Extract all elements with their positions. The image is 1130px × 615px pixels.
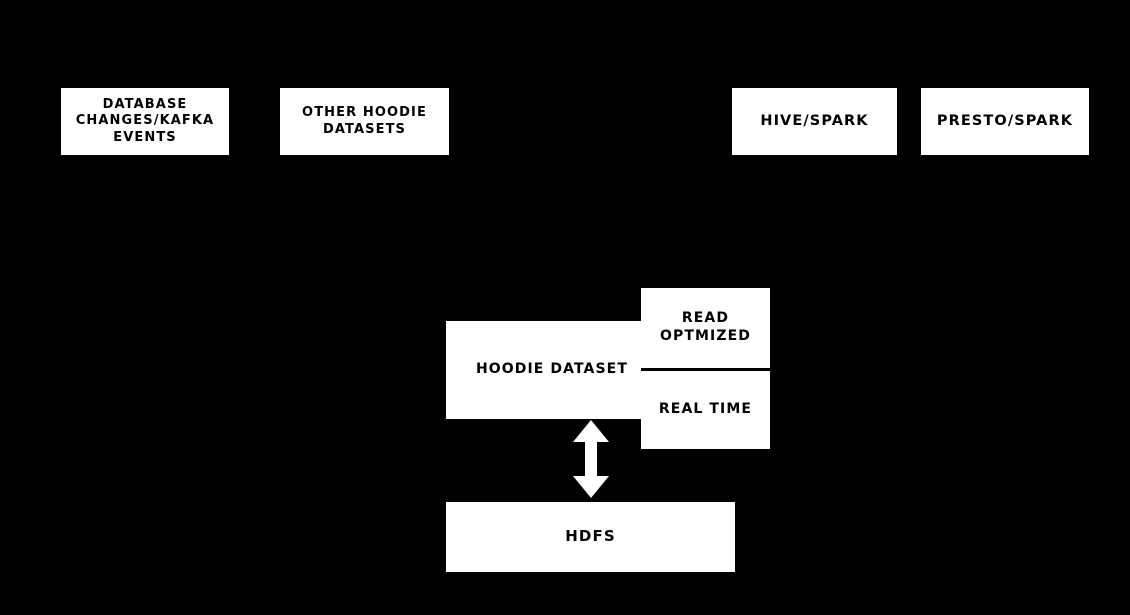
double-headed-arrow-icon	[572, 420, 610, 498]
node-hive-spark: HIVE/SPARK	[732, 88, 897, 155]
node-read-optimized-view: READ OPTMIZED	[641, 288, 770, 371]
node-hdfs: HDFS	[446, 502, 735, 572]
node-other-hoodie-datasets: OTHER HOODIE DATASETS	[280, 88, 449, 155]
view-stack-group: READ OPTMIZED REAL TIME	[641, 288, 770, 449]
node-real-time-view: REAL TIME	[641, 371, 770, 449]
node-presto-spark: PRESTO/SPARK	[921, 88, 1089, 155]
node-hoodie-dataset: HOODIE DATASET	[446, 321, 642, 419]
node-database-changes-kafka-events: DATABASE CHANGES/KAFKA EVENTS	[61, 88, 229, 155]
